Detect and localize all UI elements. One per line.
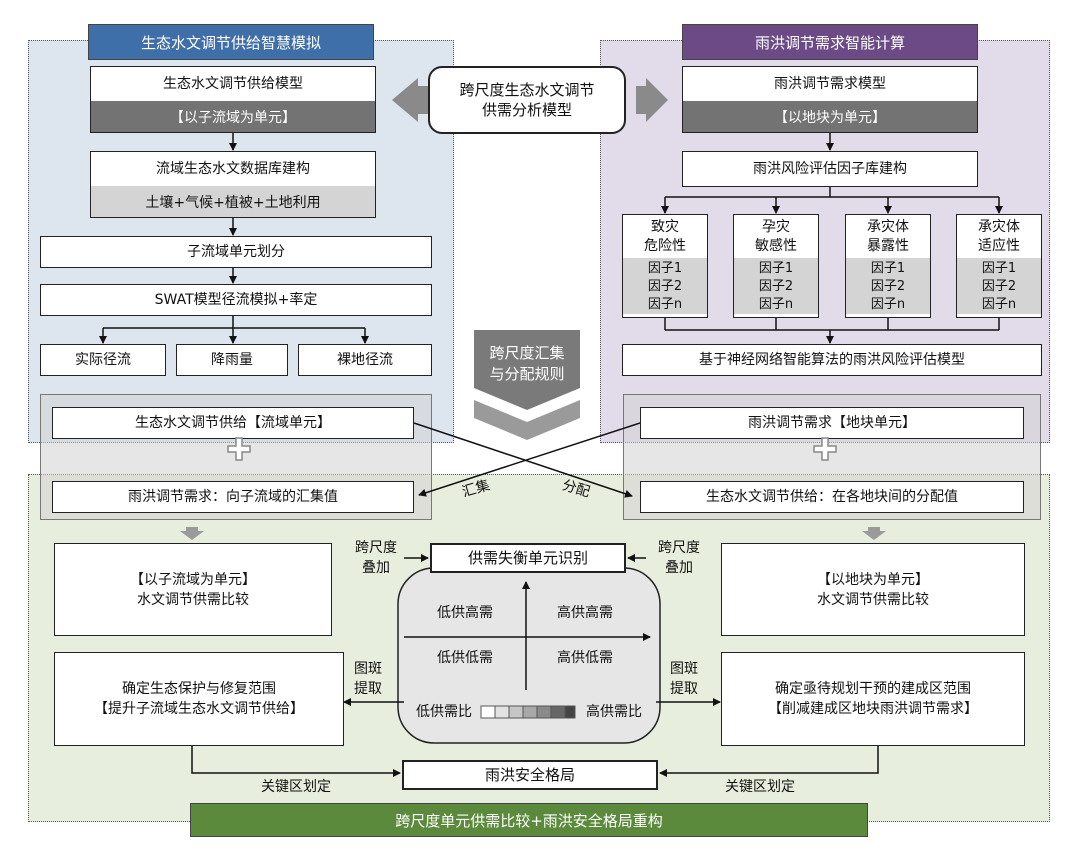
arrow-down-left [180,527,204,540]
quadrant-low-low: 低供低需 [437,650,493,666]
rule-line2: 与分配规则 [489,365,565,383]
arrow-right-gray [636,78,668,122]
database-items: 土壤+气候+植被+土地利用 [90,186,376,218]
extract-right-line2: 提取 [670,681,698,697]
database-box: 流域生态水文数据库建构 [90,151,376,187]
plus-right-shape [813,437,837,461]
builtup-line2: 【削减建成区地块雨洪调节需求】 [768,701,978,717]
rule-chevron-tail [474,400,580,440]
key-right-label: 关键区划定 [725,779,795,795]
quadrant-high-low: 高供低需 [557,650,613,666]
rule-line1: 跨尺度汇集 [489,344,565,362]
extract-left-line2: 提取 [354,681,382,697]
factor-item: 因子1 [870,261,906,276]
security-box: 雨洪安全格局 [402,760,658,790]
extract-right-line1: 图斑 [670,661,698,677]
factor-sensitivity-title1: 孕灾 [762,218,790,235]
factor-hazard-title1: 致灾 [651,218,679,235]
demand-aggregate-box: 雨洪调节需求：向子流域的汇集值 [52,481,414,513]
factor-hazard-title2: 危险性 [644,237,686,254]
arrow-down-right [862,527,886,540]
factor-hazard: 致灾危险性 因子1 因子2 因子n [622,214,708,318]
compare-right-line1: 【以地块为单元】 [817,571,929,588]
swat-box: SWAT模型径流模拟+率定 [40,284,432,316]
runoff-actual-box: 实际径流 [40,344,166,376]
arrow-left-gray [392,78,428,122]
factor-item: 因子1 [758,261,794,276]
factor-adaptability-title2: 适应性 [978,237,1020,254]
center-model-line1: 跨尺度生态水文调节 [459,81,595,99]
right-header: 雨洪调节需求智能计算 [682,24,978,60]
factor-exposure-title2: 暴露性 [867,237,909,254]
factor-item: 因子n [647,297,683,312]
factor-adaptability-title1: 承灾体 [978,218,1020,235]
supply-unit: 【以子流域为单元】 [90,101,376,133]
compare-right-box: 【以地块为单元】 水文调节供需比较 [721,543,1025,636]
factor-library-box: 雨洪风险评估因子库建构 [682,151,978,187]
key-left-label: 关键区划定 [261,779,331,795]
subbasin-box: 子流域单元划分 [40,236,432,268]
supply-allocate-box: 生态水文调节供给：在各地块间的分配值 [640,481,1024,513]
overlay-left-line2: 叠加 [362,560,390,576]
builtup-box: 确定亟待规划干预的建成区范围 【削减建成区地块雨洪调节需求】 [721,652,1025,746]
rule-label: 跨尺度汇集 与分配规则 [474,343,580,385]
supply-result-box: 生态水文调节供给【流域单元】 [52,407,414,439]
eco-protect-box: 确定生态保护与修复范围 【提升子流域生态水文调节供给】 [54,652,344,746]
rainfall-box: 降雨量 [176,344,288,376]
rule-chevron [474,330,580,410]
plus-left-shape [227,437,251,461]
ratio-low-label: 低供需比 [416,704,472,720]
factor-item: 因子2 [758,279,794,294]
factor-item: 因子2 [870,279,906,294]
compare-left-line2: 水文调节供需比较 [137,591,249,608]
overlay-left-line1: 跨尺度 [355,540,397,556]
center-model-box: 跨尺度生态水文调节 供需分析模型 [428,66,626,134]
compare-left-line1: 【以子流域为单元】 [130,571,256,588]
factor-item: 因子1 [981,261,1017,276]
eco-protect-line2: 【提升子流域生态水文调节供给】 [94,701,304,717]
demand-result-box: 雨洪调节需求【地块单元】 [640,407,1024,439]
extract-right-label: 图斑 提取 [662,659,706,699]
factor-item: 因子2 [981,279,1017,294]
compare-left-box: 【以子流域为单元】 水文调节供需比较 [54,543,332,636]
factor-sensitivity-title2: 敏感性 [755,237,797,254]
overlay-right-line2: 叠加 [665,560,693,576]
extract-left-label: 图斑 提取 [346,659,390,699]
demand-model: 雨洪调节需求模型 [682,66,978,102]
factor-item: 因子n [981,297,1017,312]
quadrant-low-high: 低供高需 [437,605,493,621]
center-model-line2: 供需分析模型 [481,101,572,119]
demand-unit: 【以地块为单元】 [682,101,978,133]
factor-exposure: 承灾体暴露性 因子1 因子2 因子n [845,214,931,318]
overlay-right-line1: 跨尺度 [658,540,700,556]
footer-banner: 跨尺度单元供需比较+雨洪安全格局重构 [190,803,868,837]
factor-adaptability: 承灾体适应性 因子1 因子2 因子n [956,214,1042,318]
left-header: 生态水文调节供给智慧模拟 [88,24,374,60]
imbalance-box: 供需失衡单元识别 [430,543,626,573]
runoff-bare-box: 裸地径流 [298,344,432,376]
compare-right-line2: 水文调节供需比较 [817,591,929,608]
extract-left-line1: 图斑 [354,661,382,677]
nn-model-box: 基于神经网络智能算法的雨洪风险评估模型 [622,344,1042,376]
factor-item: 因子1 [647,261,683,276]
eco-protect-line1: 确定生态保护与修复范围 [122,681,276,697]
factor-sensitivity: 孕灾敏感性 因子1 因子2 因子n [733,214,819,318]
factor-item: 因子2 [647,279,683,294]
overlay-left-label: 跨尺度 叠加 [346,538,406,578]
overlay-right-label: 跨尺度 叠加 [649,538,709,578]
factor-exposure-title1: 承灾体 [867,218,909,235]
factor-item: 因子n [870,297,906,312]
factor-item: 因子n [758,297,794,312]
ratio-high-label: 高供需比 [586,704,642,720]
quadrant-high-high: 高供高需 [557,605,613,621]
builtup-line1: 确定亟待规划干预的建成区范围 [775,681,971,697]
